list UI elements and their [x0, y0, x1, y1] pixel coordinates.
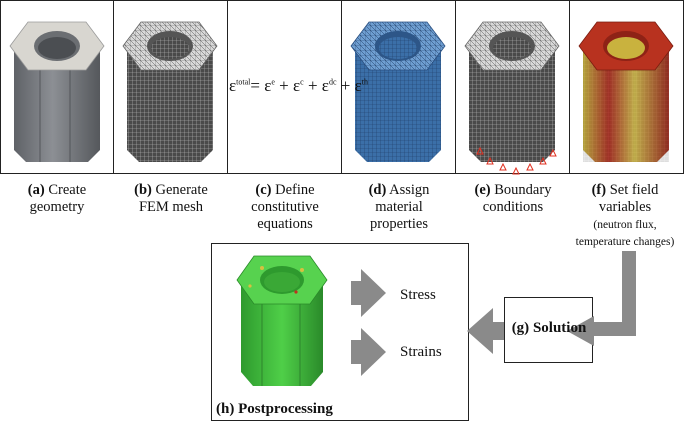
eq-plus: +	[307, 76, 318, 95]
step-subtext: (neutron flux,	[593, 219, 657, 231]
solution-text: Solution	[532, 320, 587, 336]
geometry-cylinder	[9, 21, 105, 162]
arrow-to-stress	[351, 269, 386, 317]
caption-boundary-conditions: (e) Boundary conditions	[456, 182, 570, 216]
step-text: conditions	[482, 199, 544, 215]
postprocessing-letter: (h)	[216, 401, 235, 417]
eq-plus: +	[279, 76, 289, 95]
step-text: properties	[370, 216, 428, 232]
arrow-to-strains	[351, 328, 386, 376]
eq-term-symbol: ε	[354, 76, 362, 95]
step-text: Define	[275, 182, 315, 198]
step-text: Boundary	[494, 182, 552, 198]
eq-term-sup: e	[271, 77, 275, 87]
solution-label: (g) Solution	[508, 320, 590, 337]
mesh-cylinder	[122, 21, 218, 162]
step-letter: (c)	[255, 182, 272, 198]
step-text: Create	[48, 182, 87, 198]
boundary-constraint-markers	[476, 146, 557, 175]
step-letter: (d)	[368, 182, 387, 198]
caption-generate-mesh: (b) Generate FEM mesh	[114, 182, 228, 216]
solution-letter: (g)	[511, 320, 530, 336]
step-text: material	[375, 199, 423, 215]
step-text: FEM mesh	[138, 199, 204, 215]
eq-equals: =	[250, 76, 260, 95]
eq-term-sup: c	[300, 77, 304, 87]
field-cylinder	[578, 21, 674, 162]
eq-term-symbol: ε	[321, 76, 329, 95]
eq-term-sup: th	[361, 77, 368, 87]
step-text: Set field	[609, 182, 659, 198]
panel-field-frame	[569, 0, 684, 174]
step-text: constitutive	[251, 199, 319, 215]
eq-term-symbol: ε	[293, 76, 301, 95]
eq-term-symbol: ε	[264, 76, 272, 95]
postprocessing-label: (h) Postprocessing	[216, 401, 333, 418]
step-text: equations	[257, 216, 313, 232]
step-text: geometry	[29, 199, 85, 215]
step-subtext: temperature changes)	[575, 236, 675, 248]
step-text: Generate	[155, 182, 208, 198]
arrow-to-solution	[567, 251, 636, 346]
eq-plus: +	[340, 76, 351, 95]
output-strains: Strains	[400, 344, 442, 360]
output-stress: Stress	[400, 287, 436, 303]
step-letter: (b)	[134, 182, 152, 198]
step-text: variables	[598, 199, 652, 215]
caption-field-variables: (f) Set field variables (neutron flux, t…	[566, 182, 684, 250]
eq-term-sup: dc	[328, 77, 337, 87]
caption-create-geometry: (a) Create geometry	[2, 182, 112, 216]
postprocessing-cylinder	[236, 255, 328, 386]
caption-assign-material: (d) Assign material properties	[342, 182, 456, 233]
material-cylinder	[350, 21, 446, 162]
arrow-to-postprocessing	[467, 308, 504, 354]
eq-lhs-sup: total	[236, 77, 251, 87]
step-letter: (f)	[591, 182, 607, 198]
postprocessing-text: Postprocessing	[238, 401, 333, 417]
boundary-cylinder	[464, 21, 560, 175]
eq-lhs-symbol: ε	[229, 76, 237, 95]
step-letter: (e)	[474, 182, 491, 198]
constitutive-equation: εtotal= εe + εc + εdc + εth	[229, 76, 368, 96]
step-text: Assign	[389, 182, 430, 198]
step-letter: (a)	[27, 182, 45, 198]
caption-define-equations: (c) Define constitutive equations	[228, 182, 342, 233]
